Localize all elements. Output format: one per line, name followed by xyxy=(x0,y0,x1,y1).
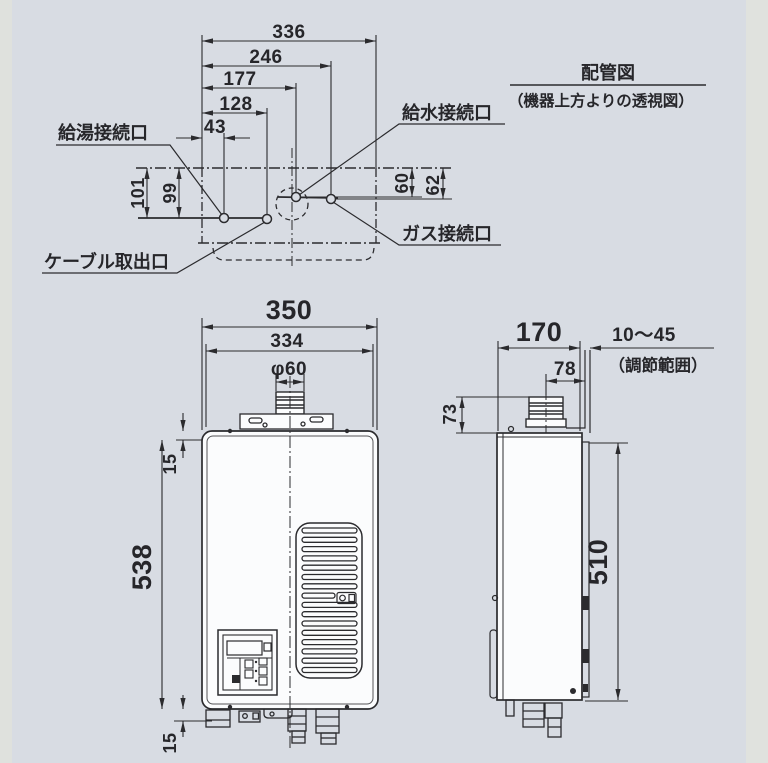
piping-title-block: 配管図 （機器上方よりの透視図） xyxy=(508,62,706,110)
piping-labels: 給湯接続口 給水接続口 ガス接続口 ケーブル取出口 xyxy=(42,102,505,274)
hot-water-port xyxy=(218,212,230,224)
side-flue-pipe xyxy=(525,374,567,440)
dim-334: 334 xyxy=(270,331,303,352)
piping-extension-lines xyxy=(201,35,377,214)
dim-510: 510 xyxy=(583,539,613,586)
dim-phi60: φ60 xyxy=(271,359,307,380)
vent-latch xyxy=(336,591,357,605)
dim-73: 73 xyxy=(440,403,460,424)
piping-connection-points xyxy=(138,191,452,225)
dim-128: 128 xyxy=(219,94,252,115)
dim-43: 43 xyxy=(204,117,226,138)
piping-horizontal-dims: 336 246 177 128 43 xyxy=(176,22,376,141)
front-vent-panel xyxy=(295,522,363,679)
piping-subtitle: （機器上方よりの透視図） xyxy=(508,91,694,110)
piping-diagram: 配管図 （機器上方よりの透視図） xyxy=(42,22,706,274)
side-body xyxy=(489,425,583,701)
dim-62: 62 xyxy=(423,174,443,195)
side-flue-adapter xyxy=(566,350,591,433)
dim-bottom-15: 15 xyxy=(160,732,180,753)
side-view: 170 78 10～45 （調節範囲） 73 510 xyxy=(440,317,714,738)
dim-350: 350 xyxy=(266,295,313,325)
piping-vertical-dims: 101 99 60 62 xyxy=(128,168,446,218)
piping-unit-outline xyxy=(136,148,452,268)
label-cable: ケーブル取出口 xyxy=(44,251,169,272)
water-supply-port xyxy=(290,191,302,203)
front-mount-bracket xyxy=(239,413,334,430)
dim-177: 177 xyxy=(223,69,256,90)
front-bottom-fittings xyxy=(205,708,340,745)
dim-336: 336 xyxy=(272,22,305,43)
dim-60: 60 xyxy=(392,172,412,193)
label-water-supply: 給水接続口 xyxy=(402,102,492,123)
label-hot-water: 給湯接続口 xyxy=(58,122,148,143)
dim-99: 99 xyxy=(160,182,180,203)
dim-246: 246 xyxy=(249,47,282,68)
panel-power-button xyxy=(232,675,240,683)
cable-outlet-port xyxy=(261,213,273,225)
page-edge-left xyxy=(0,0,12,763)
panel-display xyxy=(226,640,263,656)
side-wall-bracket xyxy=(581,441,590,698)
piping-title: 配管図 xyxy=(581,62,635,83)
dim-top-15: 15 xyxy=(160,453,180,474)
dim-538: 538 xyxy=(127,544,157,591)
dim-101: 101 xyxy=(128,177,148,209)
front-view: 350 334 φ60 15 538 15 xyxy=(127,295,379,754)
dim-adjust-range: 10～45 xyxy=(612,325,676,346)
front-dims: 350 334 φ60 15 538 15 xyxy=(127,295,378,754)
page-edge-right xyxy=(746,0,768,763)
dim-170: 170 xyxy=(516,317,563,347)
front-control-panel xyxy=(217,629,278,696)
flue-top-view-circle xyxy=(275,187,309,221)
label-gas: ガス接続口 xyxy=(402,223,492,244)
gas-port xyxy=(325,193,337,205)
dim-78: 78 xyxy=(554,359,576,380)
side-bottom-fittings xyxy=(505,699,563,738)
dim-adjust-note: （調節範囲） xyxy=(609,355,708,375)
